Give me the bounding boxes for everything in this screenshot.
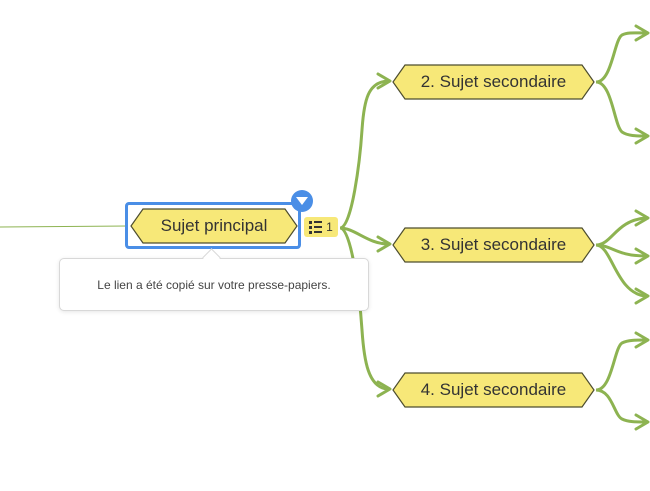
collapse-toggle-button[interactable] [291,190,313,212]
subtopic-label-3: 3. Sujet secondaire [420,235,567,254]
chevron-down-icon [296,196,308,205]
main-topic-node[interactable]: Sujet principal [130,208,298,244]
link-copied-tooltip: Le lien a été copié sur votre presse-pap… [59,258,369,311]
arrowhead-sub2 [376,72,392,90]
connector-sub4-child1 [595,338,647,392]
subtopic-shape-3 [392,227,595,263]
arrowhead-sub3 [376,235,392,253]
tooltip-message: Le lien a été copié sur votre presse-pap… [97,277,331,292]
subtopic-label-2: 2. Sujet secondaire [420,72,567,91]
connector-sub2-child1 [595,31,647,84]
subtopic-shape-4 [392,372,595,408]
main-topic-shape [130,208,298,244]
subtopic-node-4[interactable]: 4. Sujet secondaire [392,372,595,408]
subtopic-shape-2 [392,64,595,100]
main-topic-selection-outline [125,202,301,249]
list-icon [309,220,323,234]
arrowhead-sub3-child3 [634,287,650,305]
connector-sub2-child2 [595,80,647,138]
connector-main-sub2 [339,79,389,230]
subtopic-node-3[interactable]: 3. Sujet secondaire [392,227,595,263]
subtopic-node-2[interactable]: 2. Sujet secondaire [392,64,595,100]
subtopic-label-4: 4. Sujet secondaire [420,380,567,399]
arrowhead-sub2-child2 [634,127,650,145]
arrowhead-sub2-child1 [634,24,650,42]
arrowhead-sub4 [376,380,392,398]
arrowhead-sub3-child1 [634,209,650,227]
arrowhead-sub4-child2 [634,413,650,431]
connector-main-sub4 [339,226,389,391]
arrowhead-sub3-child2 [634,247,650,265]
notes-count: 1 [326,220,333,234]
incoming-connector [0,225,129,228]
connector-sub4-child2 [595,388,647,424]
connector-sub3-child3 [595,243,647,298]
arrowhead-sub4-child1 [634,331,650,349]
notes-badge[interactable]: 1 [304,217,338,237]
main-topic-label: Sujet principal [160,216,268,235]
